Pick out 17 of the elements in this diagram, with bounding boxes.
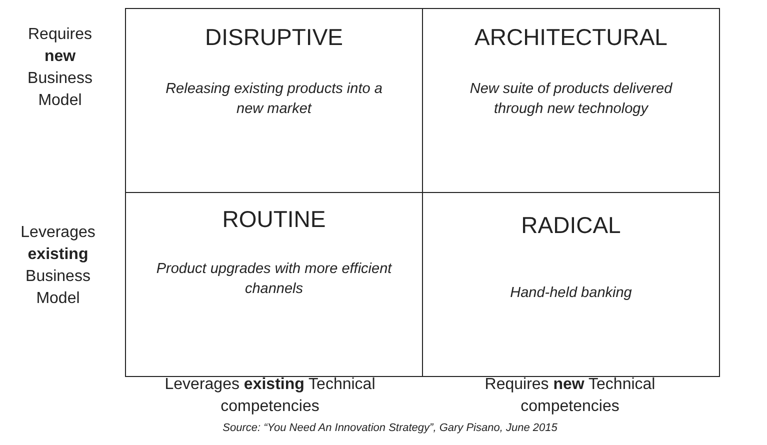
quadrant-box xyxy=(422,192,720,377)
source-note: Source: “You Need An Innovation Strategy”, Gary Pisano, June 2015 xyxy=(222,421,558,436)
quadrant-description: New suite of products delivered through new technology xyxy=(468,80,674,119)
row-label: Leverages existing Business Model xyxy=(20,223,96,309)
quadrant-description: Product upgrades with more efficient channels xyxy=(156,260,392,299)
column-label: Leverages existing Technical competencies xyxy=(164,375,376,417)
quadrant-heading: DISRUPTIVE xyxy=(204,23,344,51)
quadrant-heading: ROUTINE xyxy=(221,205,327,233)
row-label: Requires new Business Model xyxy=(26,25,94,111)
quadrant-box xyxy=(125,8,423,193)
quadrant-description: Hand-held banking xyxy=(509,284,633,303)
quadrant-heading: ARCHITECTURAL xyxy=(474,23,668,51)
quadrant-heading: RADICAL xyxy=(520,211,622,239)
quadrant-box xyxy=(422,8,720,193)
quadrant-box xyxy=(125,192,423,377)
quadrant-description: Releasing existing products into a new market xyxy=(164,80,384,119)
column-label: Requires new Technical competencies xyxy=(484,375,656,417)
